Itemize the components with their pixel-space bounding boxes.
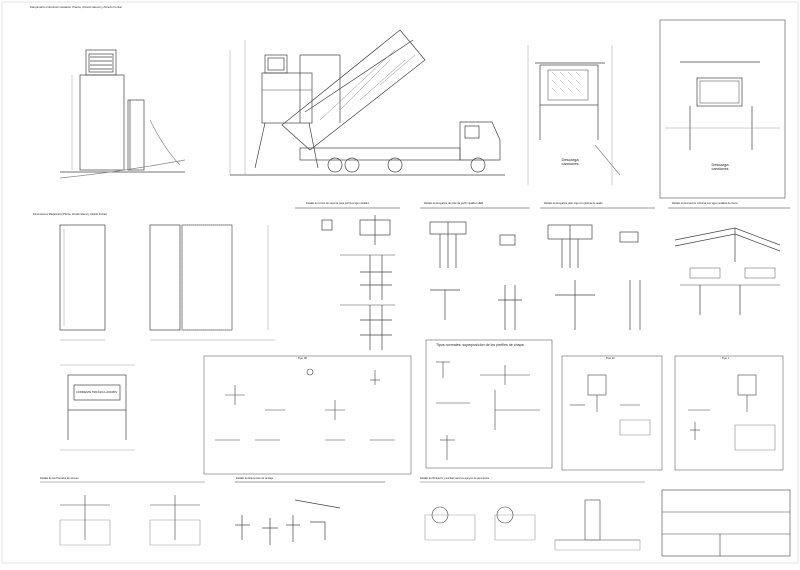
- type-1c-panel: [561, 355, 663, 471]
- type-1b-panel: [203, 355, 412, 475]
- panel-title-anchor-elements: Detalle de Elementos de anclaje: [236, 477, 274, 480]
- truck-hopper-side-elevation: [229, 29, 505, 176]
- panel-title-column-splice: Detalle de Empalme de pilar de perfil me…: [424, 202, 483, 205]
- panel-title-type-1: Tipo 1: [722, 357, 730, 360]
- panel-title-reinforcement: Detalle de Refuerzo y anclaje para los a…: [420, 477, 490, 480]
- note-unloading-2: Descarga camiones: [711, 162, 729, 172]
- unloading-detail-1: [527, 45, 621, 185]
- beam-column-detail: [540, 207, 655, 330]
- panel-title-type-1b: Tipo 1B: [298, 357, 307, 360]
- anchor-elements-detail: [235, 481, 385, 545]
- panel-title-access-walls: Detalle de las Paredes de acceso: [40, 477, 79, 480]
- machine-front-elevation: [59, 49, 186, 179]
- access-wall-detail: [40, 481, 205, 546]
- unloading-detail-2: [659, 19, 786, 199]
- sheet-title: Maquinaria industrial instalada: Planta,…: [30, 5, 122, 9]
- reinforcement-anchorage-detail: [420, 481, 645, 551]
- electrical-box-elevation: [60, 364, 135, 451]
- note-unloading-1: Descarga camiones: [561, 157, 579, 167]
- panel-title-dimensions: Dimensiones Maquinaria (Planta, Alzado l…: [33, 213, 107, 216]
- sheet-overlap-panel: [425, 339, 553, 469]
- type-1-panel: [674, 355, 784, 471]
- dimension-elevations: [59, 224, 275, 341]
- panel-title-sheet-overlap: Tipos normales: superposición de los per…: [436, 343, 524, 347]
- title-block: [661, 489, 791, 557]
- panel-title-column-connection: Detalle de Unión de soporte para pórtico…: [306, 202, 370, 205]
- panel-title-type-1c: Tipo 1C: [606, 357, 615, 360]
- box-label: CORRIENTE TRIFÁSICA 220/380V: [76, 391, 118, 394]
- column-connection-detail: [295, 207, 400, 350]
- panel-title-beam-column: Detalle de Empalme pilar-viga con pletin…: [544, 202, 603, 205]
- roof-beam-detail: [668, 207, 790, 315]
- column-splice-detail: [420, 207, 530, 330]
- panel-title-roof-beam: Detalle de Encuentro cubierta con viga m…: [672, 202, 738, 205]
